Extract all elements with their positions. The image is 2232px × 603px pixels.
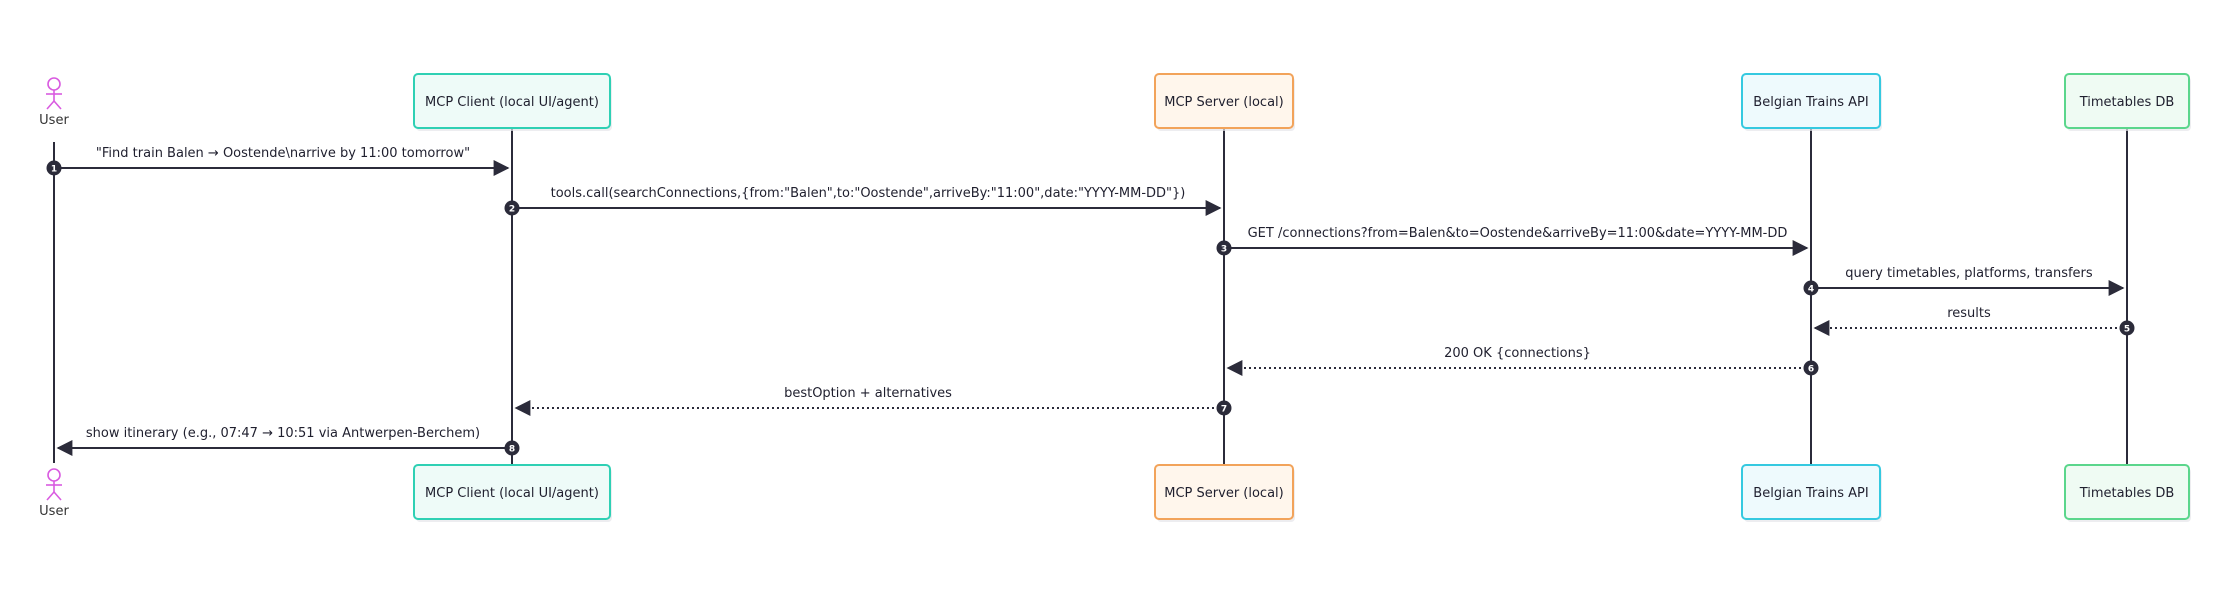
message-label: query timetables, platforms, transfers [1845, 266, 2093, 281]
participant-box [413, 73, 611, 129]
step-badge [46, 160, 62, 176]
step-number: 5 [2124, 325, 2130, 335]
actor-leg-left [46, 491, 55, 501]
actor-leg-right [53, 491, 62, 501]
participant-label: Timetables DB [2079, 486, 2175, 501]
participant-db-bottom: Timetables DB [2064, 464, 2191, 522]
actor-leg-right [53, 100, 62, 110]
participant-label: MCP Server (local) [1164, 95, 1283, 110]
step-badge [2119, 320, 2135, 336]
message-7: 7 bestOption + alternatives [514, 386, 1232, 416]
message-5: 5 results [1813, 306, 2135, 336]
participant-label: Timetables DB [2079, 95, 2175, 110]
message-1: 1 "Find train Balen → Oostende\narrive by… [46, 146, 510, 176]
step-badge [1803, 280, 1819, 296]
step-badge [1803, 360, 1819, 376]
participant-db-top: Timetables DB [2064, 73, 2191, 131]
step-number: 1 [51, 165, 57, 175]
step-number: 4 [1808, 285, 1814, 295]
step-number: 3 [1221, 245, 1227, 255]
message-8: 8 show itinerary (e.g., 07:47 → 10:51 via… [56, 426, 520, 456]
message-6: 6 200 OK {connections} [1226, 346, 1819, 376]
participant-label: MCP Server (local) [1164, 486, 1283, 501]
participant-server-top: MCP Server (local) [1154, 73, 1295, 131]
step-number: 6 [1808, 365, 1814, 375]
step-badge [504, 440, 520, 456]
participant-box [413, 464, 611, 520]
message-2: 2 tools.call(searchConnections,{from:"Bal… [504, 186, 1222, 216]
actor-user-bottom: User [39, 468, 69, 519]
participant-box [1154, 73, 1294, 129]
participant-label: User [39, 504, 69, 519]
participant-box [1741, 464, 1881, 520]
participant-box [2064, 464, 2190, 520]
participant-client-bottom: MCP Client (local UI/agent) [413, 464, 612, 522]
participant-server-bottom: MCP Server (local) [1154, 464, 1295, 522]
step-badge [504, 200, 520, 216]
actor-user-top: User [39, 77, 69, 128]
participant-api-bottom: Belgian Trains API [1741, 464, 1882, 522]
message-label: "Find train Balen → Oostende\narrive by … [96, 146, 470, 161]
step-number: 7 [1221, 405, 1227, 415]
participant-label: Belgian Trains API [1753, 95, 1868, 110]
actor-head [47, 77, 61, 91]
message-4: 4 query timetables, platforms, transfers [1803, 266, 2125, 296]
message-3: 3 GET /connections?from=Balen&to=Oostende… [1216, 226, 1809, 256]
participant-label: User [39, 113, 69, 128]
message-label: 200 OK {connections} [1444, 346, 1591, 361]
message-label: tools.call(searchConnections,{from:"Bale… [551, 186, 1186, 201]
participant-box [2064, 73, 2190, 129]
step-number: 2 [509, 205, 515, 215]
step-badge [1216, 240, 1232, 256]
participant-label: MCP Client (local UI/agent) [425, 486, 599, 501]
step-number: 8 [509, 445, 515, 455]
actor-head [47, 468, 61, 482]
message-label: show itinerary (e.g., 07:47 → 10:51 via … [86, 426, 480, 441]
participant-box [1154, 464, 1294, 520]
message-label: GET /connections?from=Balen&to=Oostende&… [1248, 226, 1788, 241]
step-badge [1216, 400, 1232, 416]
participant-api-top: Belgian Trains API [1741, 73, 1882, 131]
actor-leg-left [46, 100, 55, 110]
participant-box [1741, 73, 1881, 129]
participant-label: MCP Client (local UI/agent) [425, 95, 599, 110]
message-label: bestOption + alternatives [784, 386, 952, 401]
participant-client-top: MCP Client (local UI/agent) [413, 73, 612, 131]
participant-label: Belgian Trains API [1753, 486, 1868, 501]
message-label: results [1947, 306, 1991, 321]
